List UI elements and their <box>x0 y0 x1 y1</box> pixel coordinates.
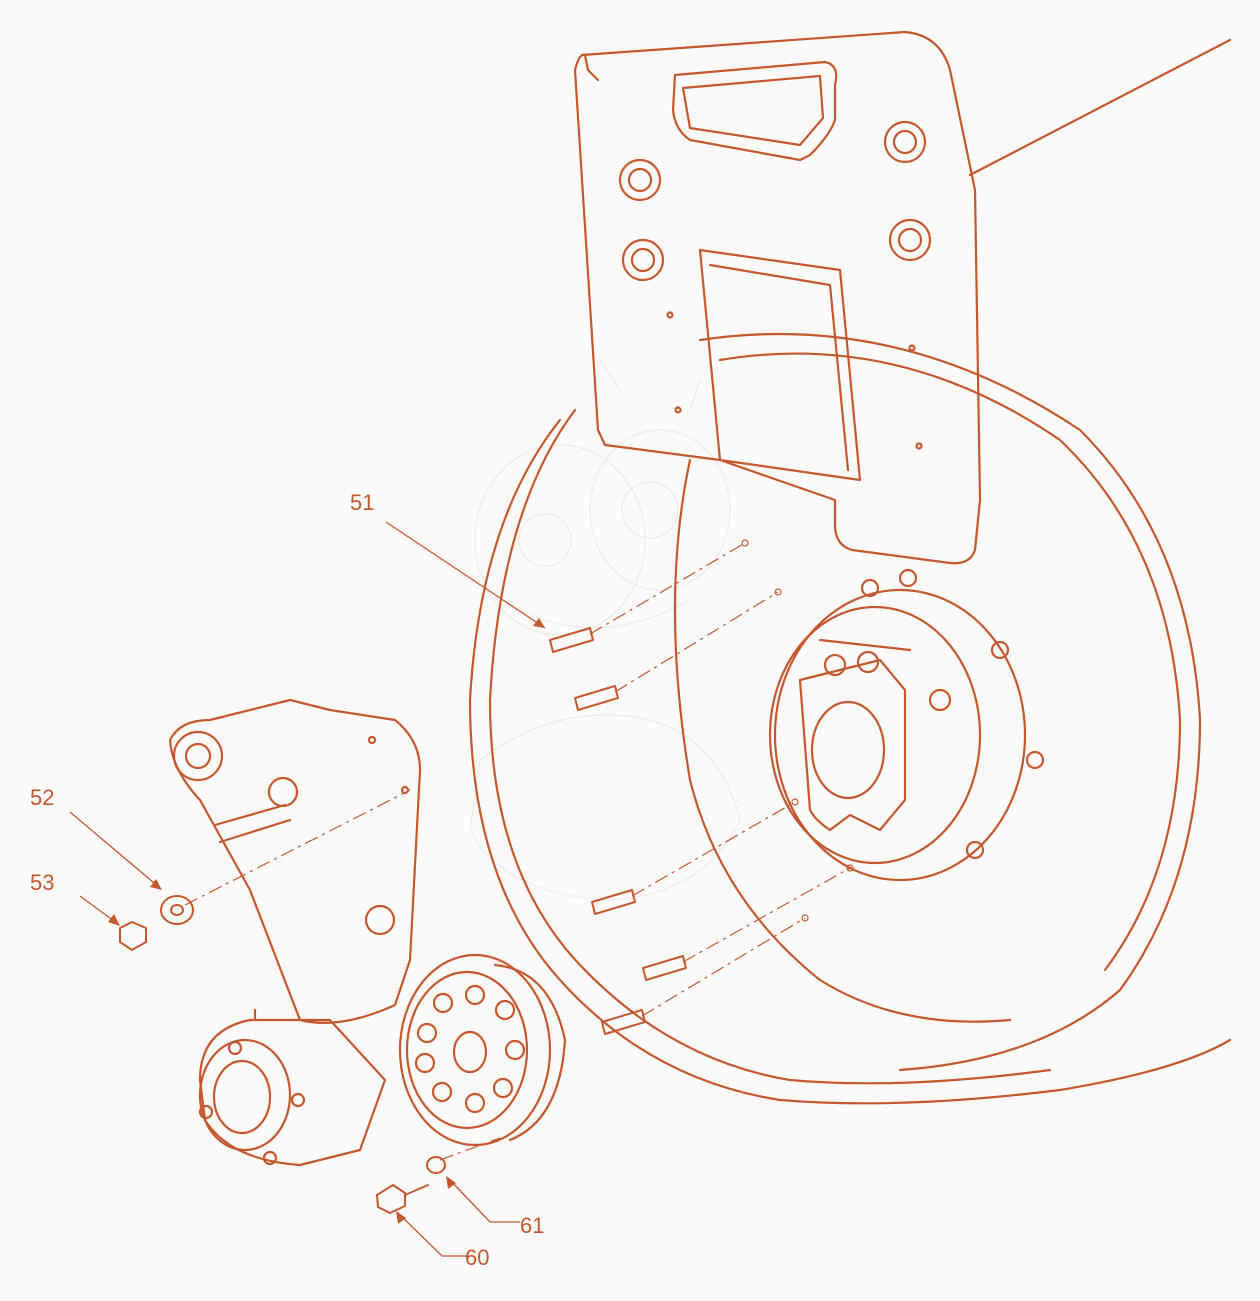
callout-51: 51 <box>350 490 374 515</box>
studs <box>549 627 687 1035</box>
watermark-illustration <box>469 359 741 901</box>
gear-hub <box>768 568 1045 882</box>
fasteners <box>119 895 446 1214</box>
center-lines <box>184 539 854 1161</box>
spindle-arm <box>168 698 422 1167</box>
callout-60: 60 <box>465 1245 489 1270</box>
mounting-bracket <box>573 30 982 565</box>
wheel-rim <box>468 38 1232 1105</box>
callout-52: 52 <box>30 785 54 810</box>
leader-arrowheads <box>108 618 545 1224</box>
drive-flange <box>398 953 567 1147</box>
callout-61: 61 <box>520 1213 544 1238</box>
callout-53: 53 <box>30 870 54 895</box>
